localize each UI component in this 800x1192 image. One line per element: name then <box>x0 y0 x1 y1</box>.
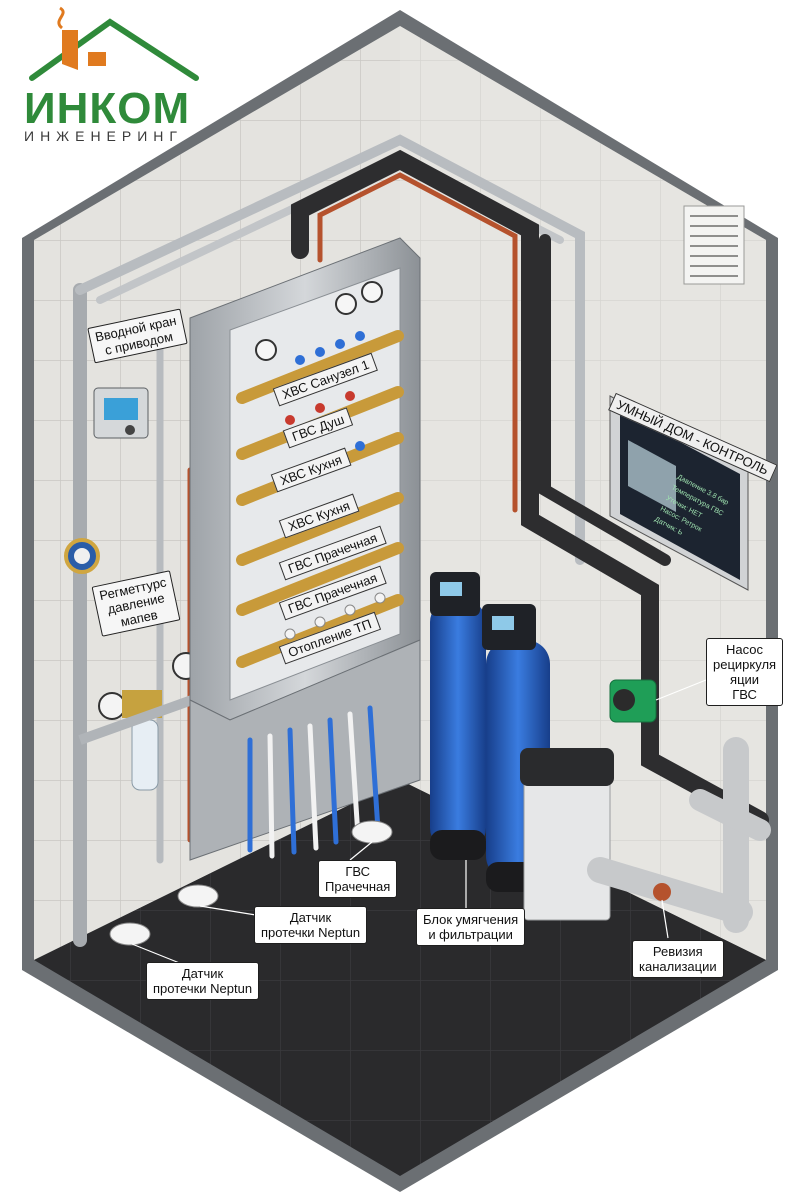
callout-leak-sensor-middle: Датчик протечки Neptun <box>254 906 368 944</box>
callout-laundry-hot-water: ГВС Прачечная <box>318 860 398 898</box>
softener-tank-left <box>430 572 486 860</box>
softener-tank-right <box>482 604 550 892</box>
brine-tank <box>520 748 614 921</box>
callout-leaders <box>131 679 707 965</box>
smart-home-panel <box>609 395 749 591</box>
pex-tubes <box>247 705 381 859</box>
vent-grille-icon <box>683 205 745 285</box>
callout-leak-sensor-left: Датчик протечки Neptun <box>146 962 260 1000</box>
callout-sewer-inspection: Ревизия канализации <box>632 940 724 978</box>
callout-recirculation-pump: Насос рециркуля яции ГВС <box>706 638 784 706</box>
sewer-inspection-icon <box>653 883 671 901</box>
water-meter-icon <box>64 538 100 574</box>
manifold-gauges <box>255 281 383 361</box>
logo-subtitle: ИНЖЕНЕРИНГ <box>24 128 183 144</box>
leak-sensor-icon <box>109 820 393 946</box>
callout-softener: Блок умягчения и фильтрации <box>416 908 526 946</box>
inlet-valve-actuator <box>93 387 149 439</box>
logo-name: ИНКОМ <box>24 84 191 133</box>
logo-house-icon <box>29 6 199 81</box>
recirculation-pump-icon <box>609 679 657 723</box>
